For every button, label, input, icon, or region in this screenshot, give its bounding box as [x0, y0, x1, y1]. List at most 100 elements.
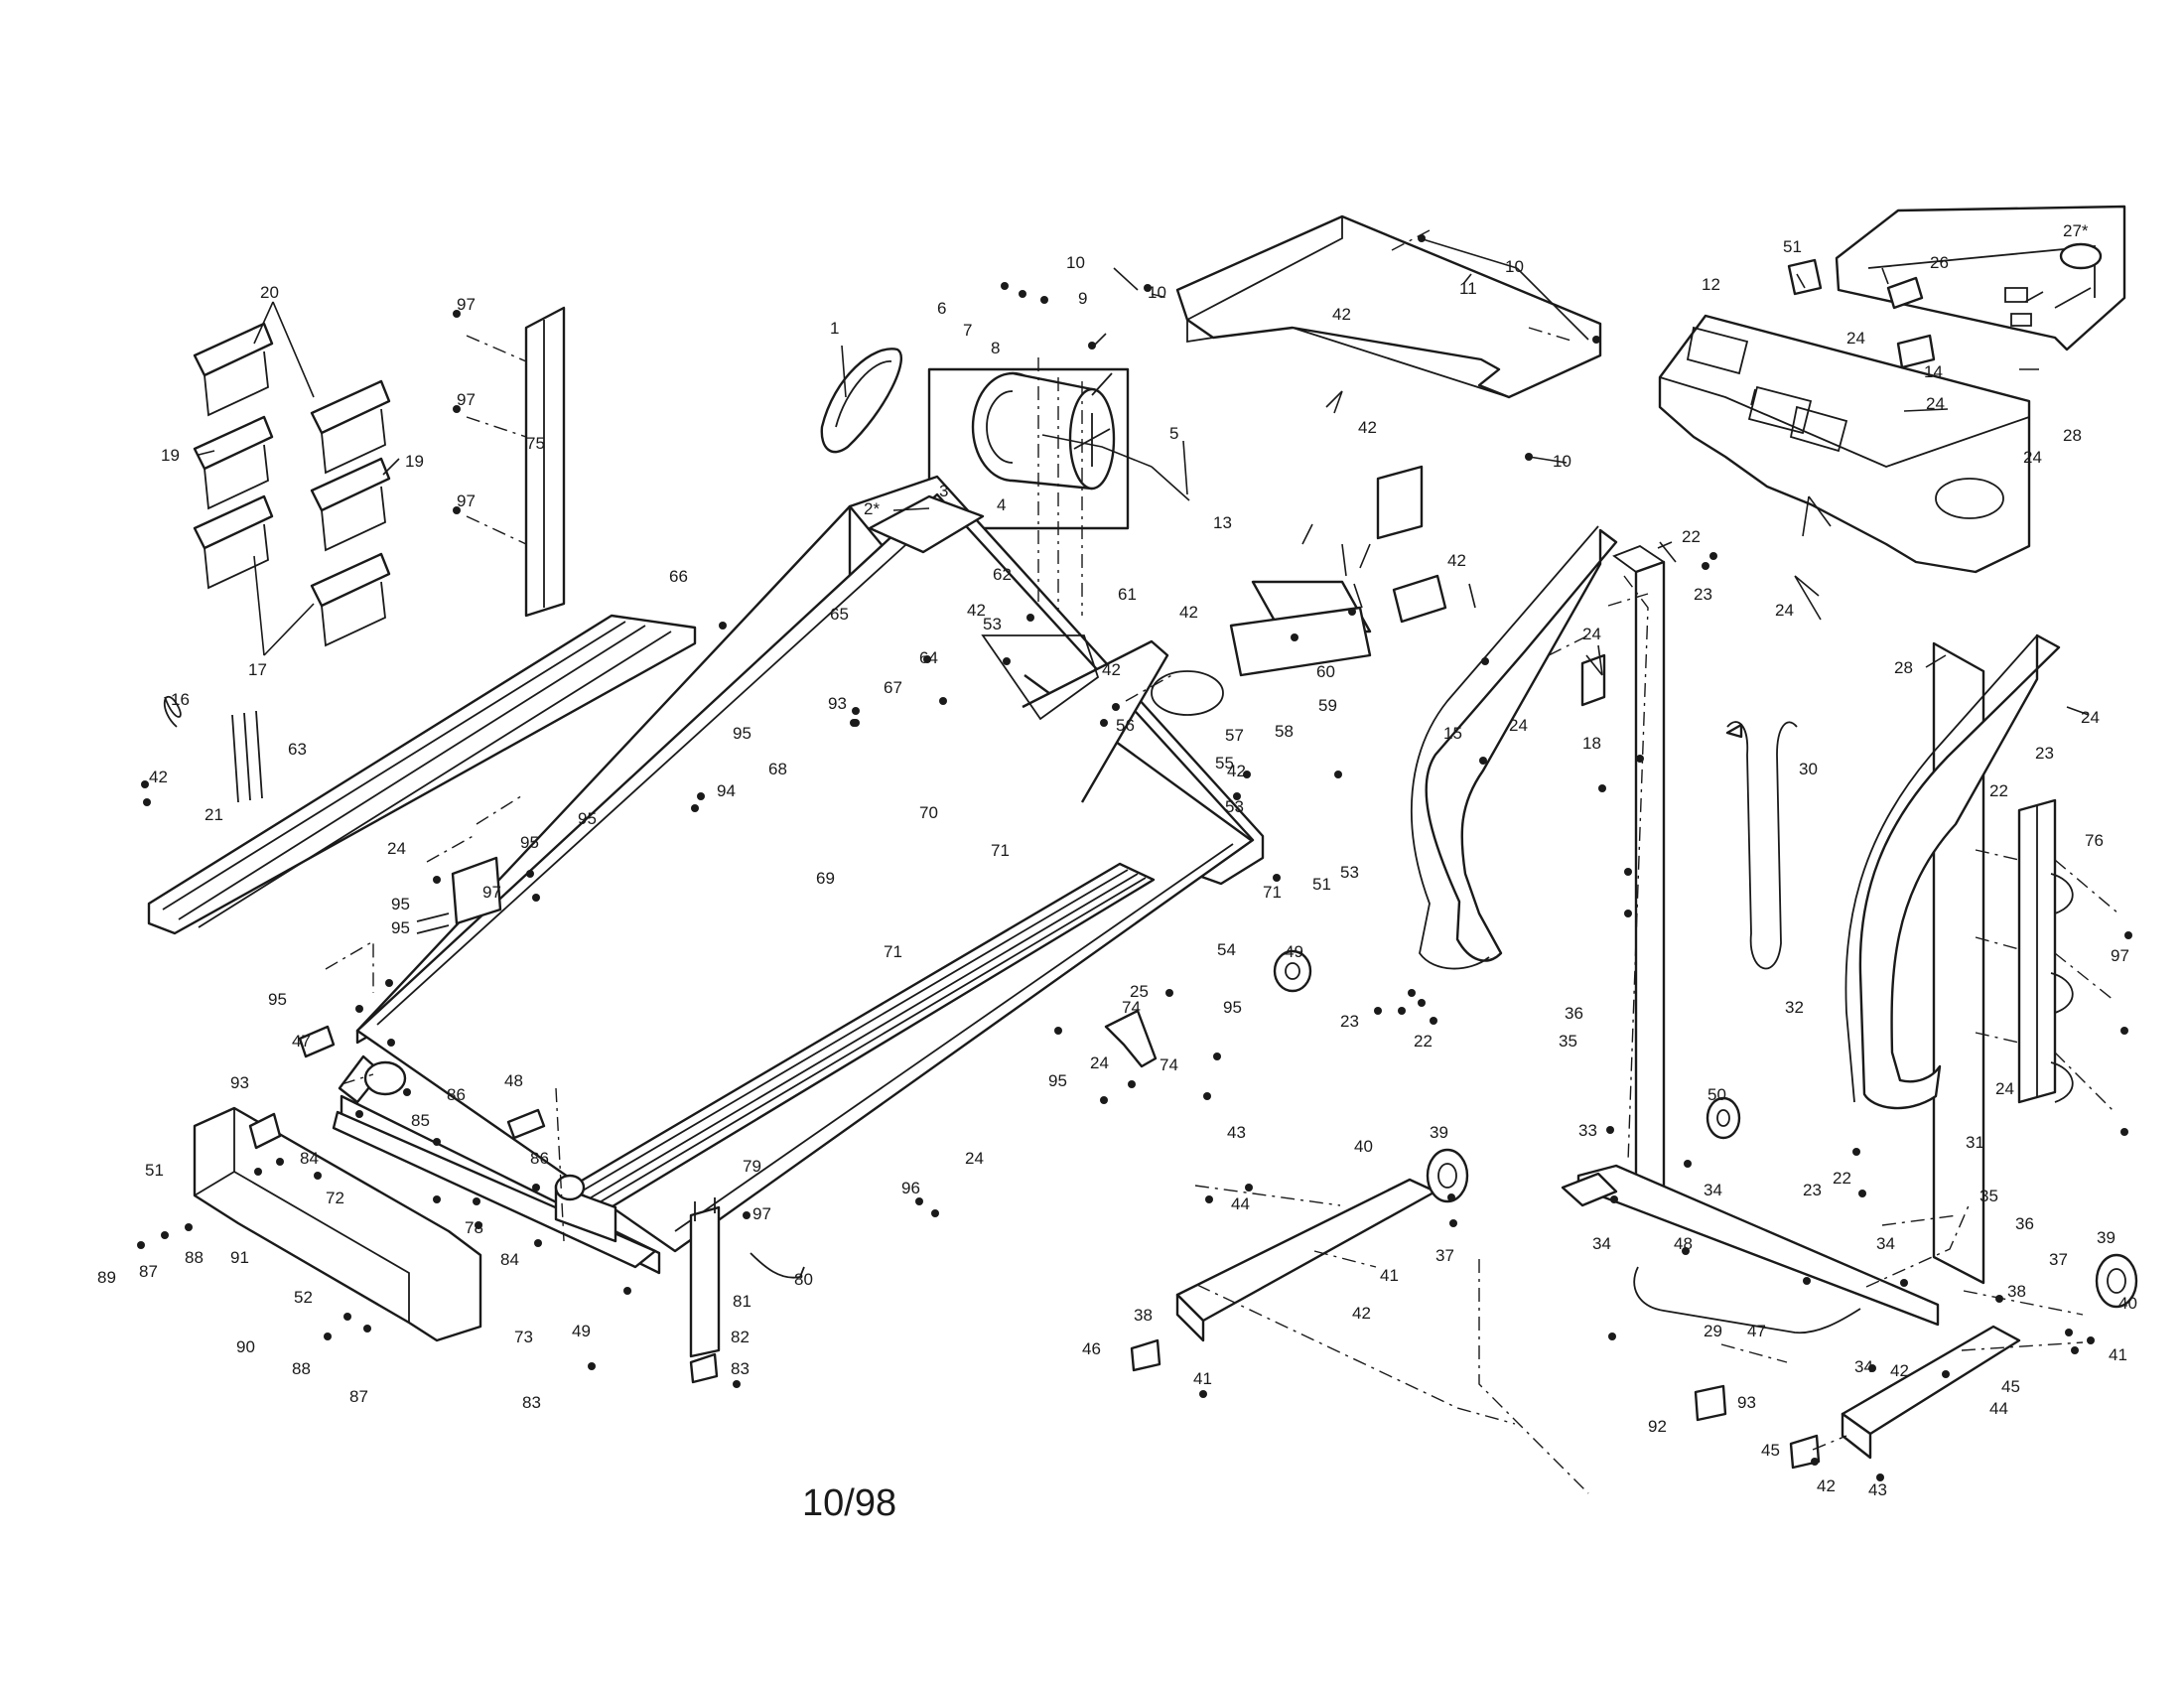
callout-label: 33	[1578, 1121, 1597, 1140]
callout-label: 24	[1509, 716, 1528, 735]
callout-label: 41	[1380, 1266, 1399, 1285]
callout-label: 90	[236, 1337, 255, 1356]
callout-label: 27*	[2063, 221, 2089, 240]
callout-label: 22	[1414, 1032, 1433, 1051]
callout-label: 19	[161, 446, 180, 465]
callout-label: 96	[901, 1179, 920, 1197]
callout-label: 75	[526, 434, 545, 453]
callout-label: 66	[669, 567, 688, 586]
upright-base	[1561, 1164, 1940, 1327]
callout-label: 51	[1312, 875, 1331, 894]
callout-label: 97	[457, 491, 476, 510]
callout-label: 23	[1340, 1012, 1359, 1031]
callout-label: 93	[230, 1073, 249, 1092]
motor-hood	[1175, 214, 1602, 399]
callout-label: 49	[572, 1322, 591, 1340]
callout-label: 10	[1148, 283, 1166, 302]
pulley-upright	[1706, 1096, 1741, 1140]
callout-label: 69	[816, 869, 835, 888]
fasteners	[137, 234, 2132, 1481]
callout-label: 24	[1582, 625, 1601, 643]
motor-assembly	[927, 367, 1130, 530]
callout-label: 17	[248, 660, 267, 679]
callout-label: 24	[1775, 601, 1794, 620]
callout-label: 72	[326, 1189, 344, 1207]
handrail-left	[1410, 525, 1618, 970]
callout-label: 28	[1894, 658, 1913, 677]
callout-label: 82	[731, 1328, 750, 1346]
callout-label: 24	[387, 839, 406, 858]
callout-label: 71	[884, 942, 902, 961]
callout-label: 67	[884, 678, 902, 697]
bracket-left	[524, 306, 566, 618]
callout-label: 97	[457, 295, 476, 314]
callout-label: 71	[991, 841, 1010, 860]
base-leg-right	[1841, 1325, 2021, 1460]
callout-label: 92	[1648, 1417, 1667, 1436]
callout-label: 48	[504, 1071, 523, 1090]
leader-lines	[198, 237, 2092, 716]
callout-label: 93	[828, 694, 847, 713]
callout-label: 51	[145, 1161, 164, 1180]
callout-label: 83	[522, 1393, 541, 1412]
callout-label: 86	[530, 1149, 549, 1168]
callout-label: 12	[1702, 275, 1720, 294]
wheel-right	[2095, 1253, 2138, 1309]
callout-label: 42	[1352, 1304, 1371, 1323]
callout-label: 32	[1785, 998, 1804, 1017]
callout-label: 97	[752, 1204, 771, 1223]
callout-label: 1	[830, 319, 839, 338]
callout-label: 95	[391, 918, 410, 937]
callout-label: 2*	[864, 499, 880, 518]
callout-label: 95	[1048, 1071, 1067, 1090]
callout-label: 31	[1966, 1133, 1984, 1152]
callout-label: 56	[1116, 716, 1135, 735]
callout-label: 53	[983, 615, 1002, 633]
callout-label: 86	[447, 1085, 466, 1104]
callout-label: 9	[1078, 289, 1087, 308]
pulley-front	[1273, 949, 1312, 993]
callout-label: 37	[1435, 1246, 1454, 1265]
callout-label: 22	[1833, 1169, 1851, 1188]
callout-label: 24	[965, 1149, 984, 1168]
rear-endcap	[193, 1106, 482, 1342]
callout-label: 42	[1332, 305, 1351, 324]
callout-label: 76	[2085, 831, 2104, 850]
callout-label: 48	[1674, 1234, 1693, 1253]
callout-label: 19	[405, 452, 424, 471]
callout-label: 70	[919, 803, 938, 822]
callout-label: 22	[1682, 527, 1701, 546]
callout-label: 34	[1876, 1234, 1895, 1253]
callout-label: 85	[411, 1111, 430, 1130]
callout-label: 36	[1565, 1004, 1583, 1023]
callout-label: 88	[292, 1359, 311, 1378]
callout-label: 62	[993, 565, 1012, 584]
callout-label: 78	[465, 1218, 483, 1237]
callout-label: 87	[139, 1262, 158, 1281]
callout-label: 97	[457, 390, 476, 409]
callout-label: 3	[939, 482, 948, 500]
callout-label: 34	[1854, 1357, 1873, 1376]
callout-label: 45	[2001, 1377, 2020, 1396]
callout-label: 60	[1316, 662, 1335, 681]
callout-label: 51	[1783, 237, 1802, 256]
callout-label: 41	[1193, 1369, 1212, 1388]
callout-label: 59	[1318, 696, 1337, 715]
callout-label: 24	[2081, 708, 2100, 727]
callout-label: 95	[268, 990, 287, 1009]
callout-label: 79	[743, 1157, 761, 1176]
callout-label: 25	[1130, 982, 1149, 1001]
callout-label: 24	[1090, 1053, 1109, 1072]
callout-label: 63	[288, 740, 307, 759]
console-overlay	[1835, 205, 2126, 351]
callout-label: 34	[1592, 1234, 1611, 1253]
callout-label: 5	[1169, 424, 1178, 443]
callout-label: 41	[2109, 1345, 2127, 1364]
callout-label: 94	[717, 781, 736, 800]
callout-label: 47	[292, 1032, 311, 1051]
callout-label: 47	[1747, 1322, 1766, 1340]
side-rail-left	[147, 614, 697, 935]
callout-label: 10	[1505, 257, 1524, 276]
callout-label: 30	[1799, 760, 1818, 778]
